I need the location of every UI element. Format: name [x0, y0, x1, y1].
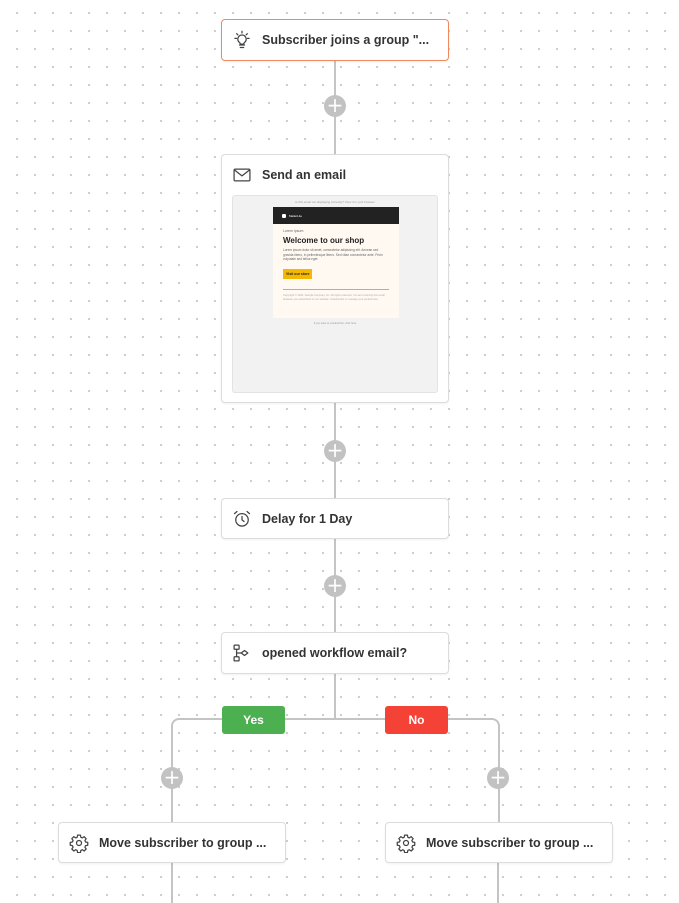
- preview-top-text: Is this email not displaying correctly? …: [295, 200, 375, 204]
- add-step-button[interactable]: +: [324, 95, 346, 117]
- yes-action-node[interactable]: Move subscriber to group ...: [58, 822, 286, 863]
- email-step-header: Send an email: [232, 155, 346, 195]
- delay-step-title: Delay for 1 Day: [262, 512, 353, 526]
- brand-logo-icon: [282, 213, 286, 218]
- trigger-header: Subscriber joins a group "...: [232, 20, 429, 60]
- preview-button: Visit our store: [283, 268, 313, 279]
- preview-heading: Welcome to our shop: [283, 236, 365, 245]
- preview-brand: MailerLite: [289, 213, 303, 218]
- alarm-clock-icon: [233, 510, 251, 527]
- delay-step-node[interactable]: Delay for 1 Day: [221, 498, 449, 539]
- email-preview[interactable]: Is this email not displaying correctly? …: [232, 195, 438, 393]
- condition-step-node[interactable]: opened workflow email?: [221, 632, 449, 674]
- condition-step-title: opened workflow email?: [262, 646, 408, 660]
- branch-condition-icon: [233, 644, 249, 662]
- preview-card: MailerLite Lorem Ipsum Welcome to our sh…: [273, 207, 399, 318]
- add-step-button[interactable]: +: [324, 440, 346, 462]
- gear-icon: [69, 834, 89, 853]
- gear-icon: [396, 834, 416, 853]
- no-action-header: Move subscriber to group ...: [396, 823, 593, 863]
- lightbulb-icon: [234, 30, 250, 49]
- email-step-node[interactable]: Send an email Is this email not displayi…: [221, 154, 449, 403]
- no-action-title: Move subscriber to group ...: [426, 836, 594, 850]
- connector-no-action-out: [497, 863, 499, 903]
- trigger-node[interactable]: Subscriber joins a group "...: [221, 19, 449, 61]
- add-step-button[interactable]: +: [324, 575, 346, 597]
- condition-step-header: opened workflow email?: [232, 633, 407, 673]
- connector-condition-join: [334, 710, 336, 720]
- yes-action-header: Move subscriber to group ...: [69, 823, 266, 863]
- connector-yes-action-out: [171, 863, 173, 903]
- yes-action-title: Move subscriber to group ...: [99, 836, 267, 850]
- preview-body: Lorem ipsum dolor sit amet, consectetur …: [283, 248, 383, 262]
- yes-branch-badge[interactable]: Yes: [222, 706, 285, 734]
- preview-header: MailerLite: [273, 207, 399, 224]
- add-step-yes-button[interactable]: +: [161, 767, 183, 789]
- email-step-title: Send an email: [262, 168, 347, 182]
- preview-footer: Copyright © 2024. Sample Company Inc. Al…: [283, 293, 385, 301]
- preview-small-heading: Lorem Ipsum: [283, 229, 304, 233]
- add-step-no-button[interactable]: +: [487, 767, 509, 789]
- connector-condition-down: [334, 674, 336, 712]
- preview-divider: [283, 288, 389, 290]
- no-action-node[interactable]: Move subscriber to group ...: [385, 822, 613, 863]
- delay-step-header: Delay for 1 Day: [232, 499, 352, 539]
- envelope-icon: [233, 168, 251, 182]
- trigger-title: Subscriber joins a group "...: [262, 33, 430, 47]
- no-branch-badge[interactable]: No: [385, 706, 448, 734]
- preview-bottom-text: If you want to unsubscribe, click here: [313, 322, 357, 325]
